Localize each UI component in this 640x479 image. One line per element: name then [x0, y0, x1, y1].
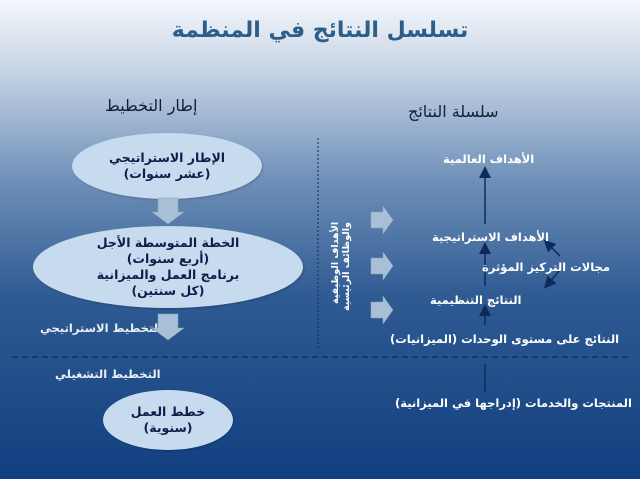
operational-planning-label: التخطيط التشغيلي [55, 367, 161, 381]
arrow-from-focus-areas-down [544, 269, 561, 289]
products-services-label: المنتجات والخدمات (إدراجها في الميزانية) [395, 396, 632, 410]
organizational-results-label: النتائج التنظيمية [430, 293, 522, 307]
medium-plan-line: (أربع سنوات) [126, 251, 210, 266]
functional-objectives-vertical-label: الأهداف الوظيفية والوظائف الرئيسية [330, 222, 352, 312]
right-block-arrow-2 [370, 251, 394, 281]
strategic-framework-line: (عشر سنوات) [123, 166, 211, 181]
medium-term-plan-ellipse: الخطة المتوسطة الأجل (أربع سنوات) برنامج… [33, 226, 303, 308]
down-block-arrow-1 [151, 197, 185, 225]
right-block-arrow-1 [370, 205, 394, 235]
arrow-from-focus-areas-up [543, 239, 561, 257]
planning-framework-header: إطار التخطيط [105, 96, 198, 115]
page-title: تسلسل النتائج في المنظمة [171, 18, 469, 43]
medium-plan-line: برنامج العمل والميزانية [96, 267, 240, 282]
vertical-label-line: والوظائف الرئيسية [341, 222, 352, 311]
results-chain-header: سلسلة النتائج [408, 102, 499, 121]
focus-areas-label: مجالات التركيز المؤثرة [482, 260, 610, 274]
medium-plan-line: الخطة المتوسطة الأجل [96, 235, 240, 250]
strategic-framework-line: الإطار الاستراتيجي [108, 150, 226, 165]
right-block-arrow-3 [370, 295, 394, 325]
work-plans-line: (سنوية) [143, 420, 193, 435]
strategic-planning-label: التخطيط الاستراتيجي [40, 321, 162, 335]
strategic-framework-ellipse: الإطار الاستراتيجي (عشر سنوات) [72, 133, 262, 199]
medium-plan-line: (كل سنتين) [131, 283, 205, 298]
work-plans-line: خطط العمل [130, 404, 206, 419]
strategic-objectives-label: الأهداف الاستراتيجية [432, 230, 549, 244]
vertical-label-line: الأهداف الوظيفية [330, 222, 341, 305]
unit-results-label: النتائج على مستوى الوحدات (الميزانيات) [390, 332, 620, 346]
work-plans-ellipse: خطط العمل (سنوية) [103, 390, 233, 450]
down-block-arrow-2 [151, 313, 185, 341]
global-goals-label: الأهداف العالمية [443, 152, 535, 166]
